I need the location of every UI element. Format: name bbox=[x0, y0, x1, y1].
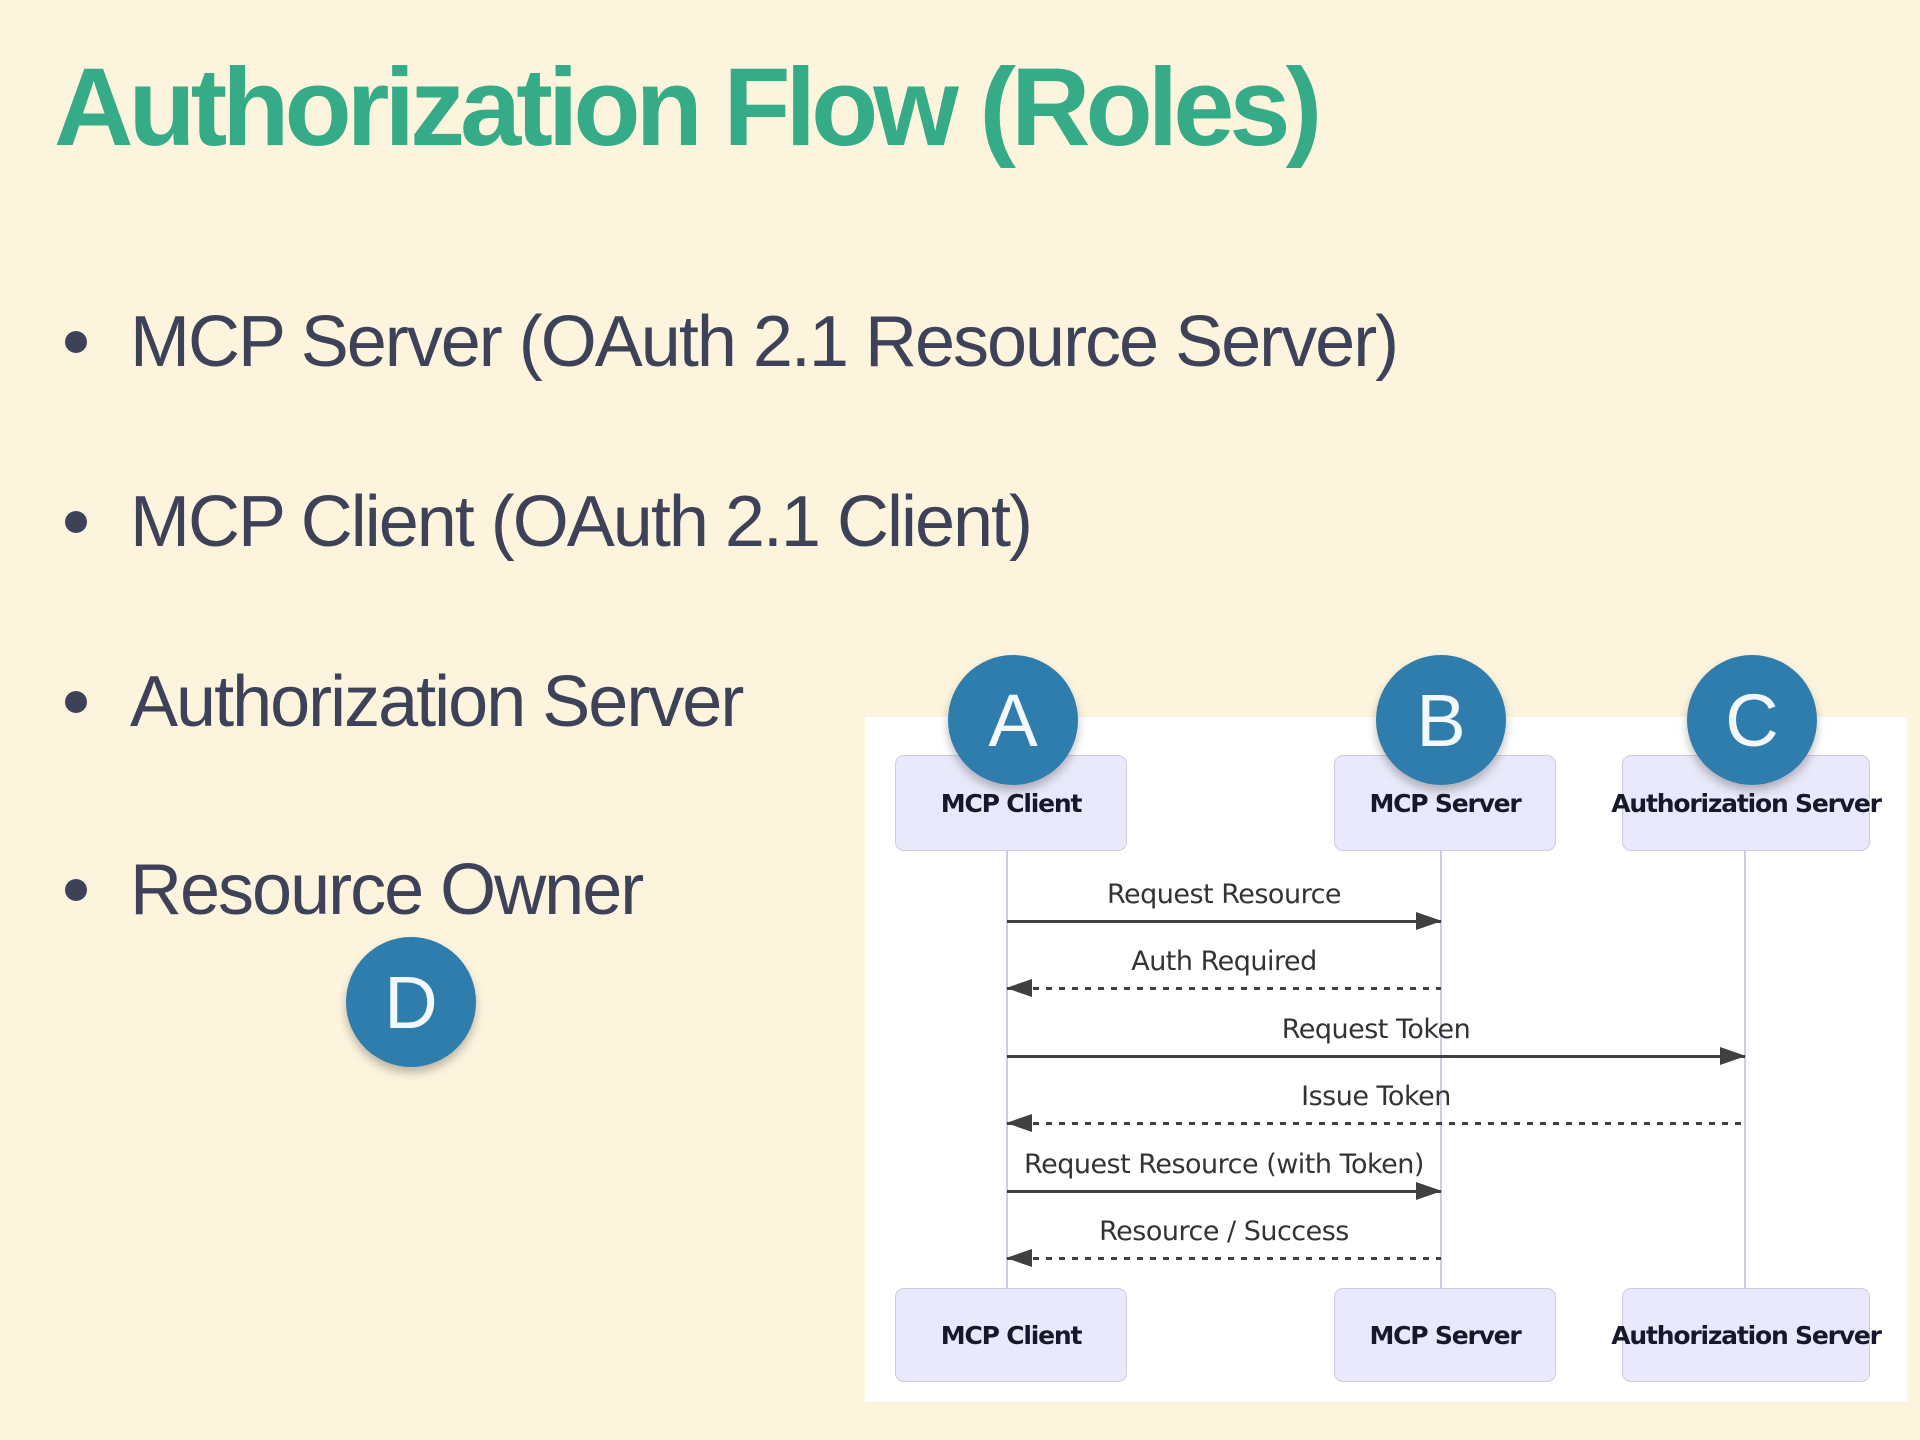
bullet-item-resource-owner: Resource Owner bbox=[55, 845, 644, 935]
arrowhead-left-icon bbox=[1006, 1114, 1032, 1132]
badge-d: D bbox=[346, 937, 476, 1067]
message-request-token: Request Token bbox=[1007, 1010, 1746, 1065]
badge-c: C bbox=[1687, 655, 1817, 785]
bullet-text: MCP Server (OAuth 2.1 Resource Server) bbox=[130, 302, 1399, 382]
bullet-item-mcp-client: MCP Client (OAuth 2.1 Client) bbox=[55, 477, 1033, 567]
message-label: Request Token bbox=[1281, 1014, 1471, 1045]
participant-box-bottom-mcp-client: MCP Client bbox=[895, 1288, 1127, 1382]
arrowhead-left-icon bbox=[1006, 979, 1032, 997]
message-label: Resource / Success bbox=[1099, 1216, 1349, 1247]
message-auth-required: Auth Required bbox=[1006, 942, 1441, 997]
arrow-line bbox=[1007, 920, 1441, 923]
bullet-dot-icon bbox=[65, 691, 87, 713]
arrowhead-right-icon bbox=[1416, 912, 1442, 930]
message-resource-success: Resource / Success bbox=[1006, 1212, 1441, 1267]
message-label: Issue Token bbox=[1301, 1081, 1451, 1112]
arrow-line bbox=[1007, 1055, 1745, 1058]
participant-box-bottom-mcp-server: MCP Server bbox=[1334, 1288, 1556, 1382]
message-issue-token: Issue Token bbox=[1006, 1077, 1745, 1132]
lifeline-mcp-client bbox=[1006, 851, 1008, 1288]
bullet-text: Resource Owner bbox=[130, 850, 644, 930]
badge-a: A bbox=[948, 655, 1078, 785]
message-request-resource: Request Resource bbox=[1007, 875, 1442, 930]
arrowhead-left-icon bbox=[1006, 1249, 1032, 1267]
lifeline-authorization-server bbox=[1744, 851, 1746, 1288]
badge-b: B bbox=[1376, 655, 1506, 785]
bullet-text: MCP Client (OAuth 2.1 Client) bbox=[130, 482, 1033, 562]
participant-box-bottom-authorization-server: Authorization Server bbox=[1611, 1288, 1882, 1382]
arrow-line bbox=[1007, 1190, 1441, 1193]
bullet-text: Authorization Server bbox=[130, 662, 744, 742]
sequence-diagram: MCP Client MCP Server Authorization Serv… bbox=[865, 717, 1907, 1402]
bullet-item-authorization-server: Authorization Server bbox=[55, 657, 744, 747]
message-request-resource-with-token: Request Resource (with Token) bbox=[1007, 1145, 1442, 1200]
lifeline-mcp-server bbox=[1440, 851, 1442, 1288]
arrow-line bbox=[1007, 1257, 1441, 1260]
bullet-dot-icon bbox=[65, 331, 87, 353]
arrow-line bbox=[1007, 1122, 1745, 1125]
arrow-line bbox=[1007, 987, 1441, 990]
arrowhead-right-icon bbox=[1416, 1182, 1442, 1200]
message-label: Auth Required bbox=[1131, 946, 1317, 977]
arrowhead-right-icon bbox=[1720, 1047, 1746, 1065]
message-label: Request Resource (with Token) bbox=[1024, 1149, 1424, 1180]
bullet-dot-icon bbox=[65, 511, 87, 533]
bullet-item-mcp-server: MCP Server (OAuth 2.1 Resource Server) bbox=[55, 297, 1399, 387]
page-title: Authorization Flow (Roles) bbox=[54, 46, 1322, 169]
bullet-dot-icon bbox=[65, 879, 87, 901]
message-label: Request Resource bbox=[1106, 879, 1342, 910]
